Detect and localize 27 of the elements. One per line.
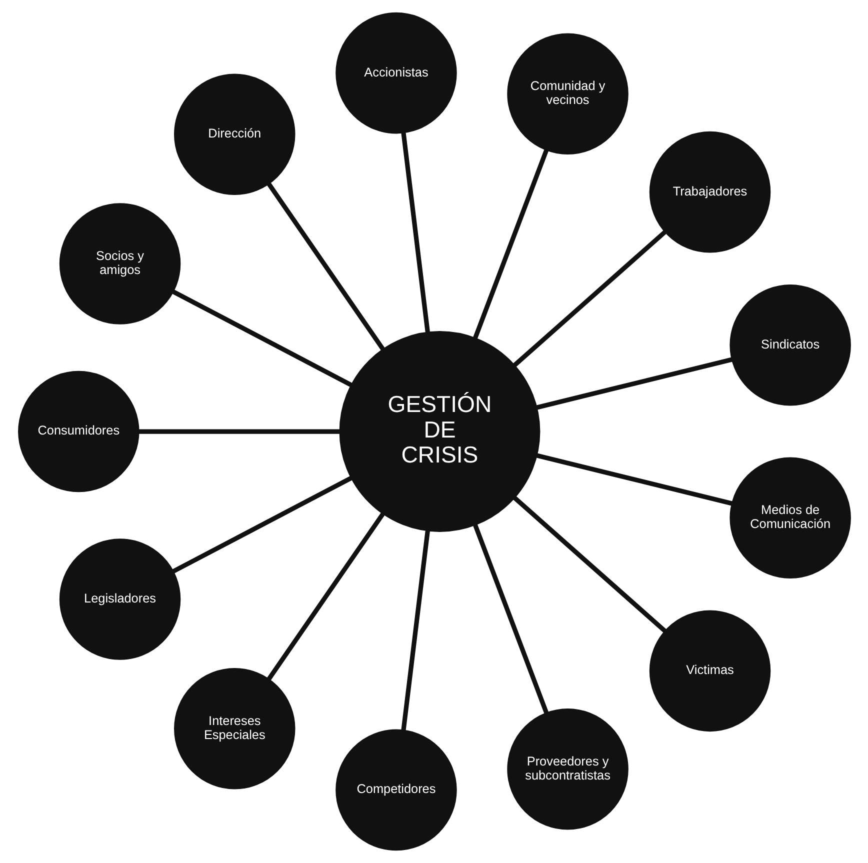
node-circle: Sindicatos: [729, 284, 850, 406]
connector: [400, 530, 430, 731]
connector: [266, 512, 384, 680]
node-circle: Medios de Comunicación: [729, 457, 850, 579]
node-circle: Comunidad y vecinos: [506, 33, 628, 155]
connector: [400, 132, 430, 332]
connector: [512, 230, 666, 367]
connector: [472, 524, 548, 714]
connector: [172, 476, 352, 574]
node-circle: Intereses Especiales: [174, 668, 295, 790]
node-circle: Proveedores y subcontratistas: [506, 708, 628, 830]
connector: [472, 149, 548, 339]
node-circle: Victimas: [648, 610, 770, 732]
node-circle: Legisladores: [58, 538, 180, 660]
node-circle: Accionistas: [335, 12, 456, 134]
connector: [172, 290, 352, 388]
node-circle: Socios y amigos: [58, 203, 180, 324]
connector: [266, 182, 384, 350]
node-circle: Consumidores: [18, 370, 139, 492]
node-circle: Dirección: [174, 74, 295, 195]
connector: [536, 453, 732, 506]
connector: [138, 429, 340, 434]
connector: [512, 496, 666, 633]
node-circle: Trabajadores: [648, 131, 770, 253]
node-circle: GESTIÓN DE CRISIS: [338, 331, 540, 532]
connector: [536, 357, 732, 410]
node-circle: Competidores: [335, 729, 456, 851]
